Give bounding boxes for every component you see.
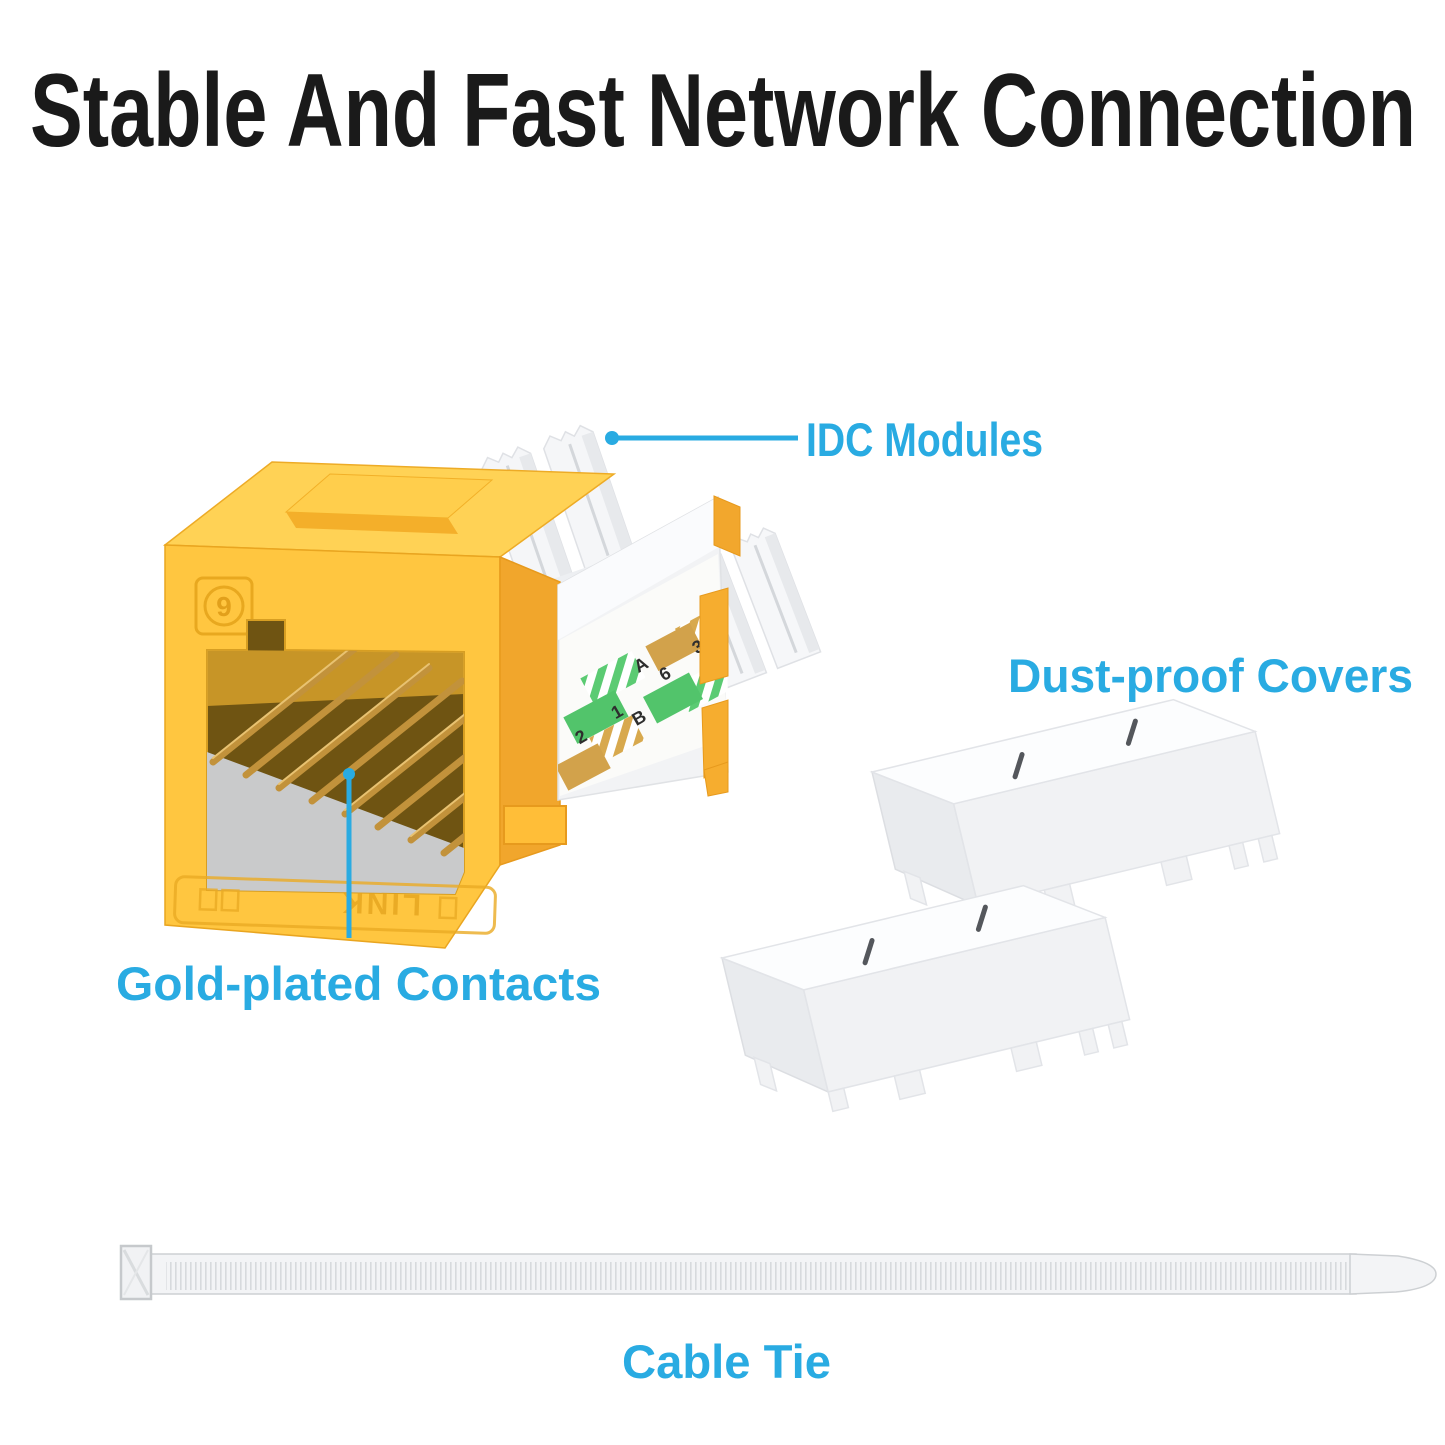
cable-tie-head bbox=[119, 1244, 153, 1301]
jack-side-face bbox=[499, 555, 567, 867]
category-number: 6 bbox=[216, 591, 232, 622]
cover-slits bbox=[862, 904, 988, 966]
cable-tie bbox=[119, 1244, 1437, 1301]
idc-module-body: A B 1 2 3 6 bbox=[557, 495, 741, 801]
cover-legs bbox=[752, 1020, 1129, 1113]
brand-emboss: LINK bbox=[173, 875, 497, 935]
cable-tie-tip bbox=[1349, 1253, 1437, 1295]
cable-tie-label: Cable Tie bbox=[622, 1335, 831, 1388]
contact-comb bbox=[207, 752, 464, 894]
keystone-jack: 6 bbox=[162, 424, 822, 949]
callout-gold-contacts: Gold-plated Contacts bbox=[116, 768, 601, 1010]
jack-rear-latch bbox=[699, 495, 741, 797]
dust-proof-covers-label: Dust-proof Covers bbox=[1008, 649, 1413, 702]
callout-idc-modules: IDC Modules bbox=[605, 413, 1043, 466]
mounting-flange bbox=[503, 805, 567, 845]
dust-cover-2 bbox=[719, 884, 1131, 1113]
jack-front-face: 6 bbox=[164, 544, 501, 949]
rj45-port bbox=[206, 619, 465, 896]
brand-emboss-text: LINK bbox=[339, 885, 422, 921]
gold-contacts bbox=[209, 637, 464, 857]
idc-modules-label: IDC Modules bbox=[806, 413, 1043, 466]
category-badge: 6 bbox=[194, 576, 254, 636]
dust-cover-1 bbox=[869, 698, 1281, 927]
cover-slits bbox=[1012, 718, 1138, 780]
page-title: Stable And Fast Network Connection bbox=[30, 53, 1416, 169]
gold-plated-contacts-label: Gold-plated Contacts bbox=[116, 957, 601, 1010]
